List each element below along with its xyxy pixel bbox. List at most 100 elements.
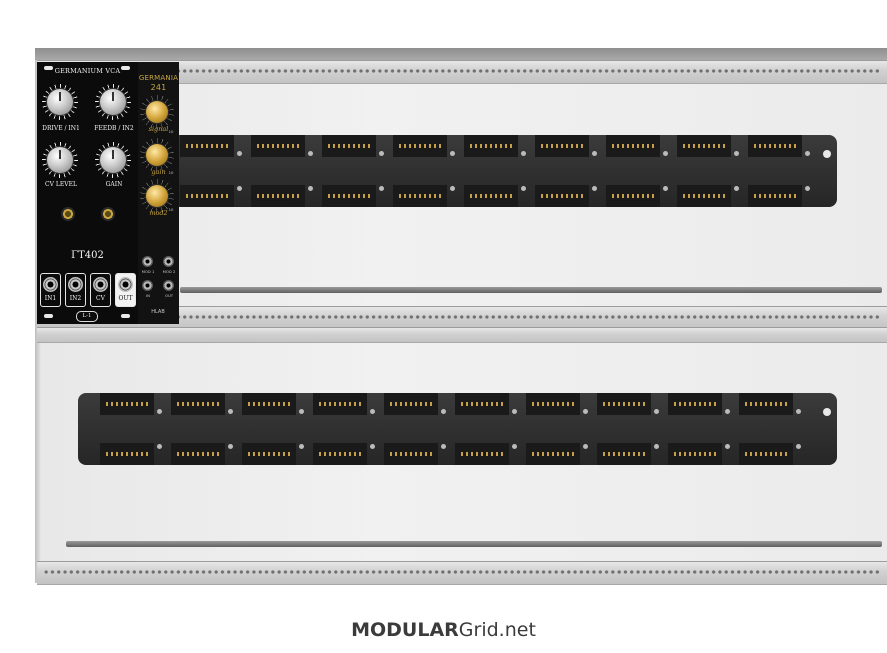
bus-header-bottom: [251, 185, 305, 207]
bus-header-bottom: [748, 185, 802, 207]
bus-screw: [805, 151, 810, 156]
cv-level-knob[interactable]: [47, 147, 73, 173]
jack-label: IN2: [69, 295, 82, 302]
signal-knob[interactable]: [146, 101, 168, 123]
bus-screw: [450, 151, 455, 156]
bus-screw: [299, 444, 304, 449]
feedb-in2-knob[interactable]: [100, 89, 126, 115]
germanium-vca-module: GERMANIUM VCA DRIVE / IN1 FEEDB / IN2 CV…: [37, 62, 138, 324]
bus-screw: [663, 186, 668, 191]
bus-header-top: [668, 393, 722, 415]
in1-jack[interactable]: IN1: [40, 273, 61, 307]
bus-screw: [654, 444, 659, 449]
bus-screw: [583, 409, 588, 414]
mod2-knob[interactable]: [146, 185, 168, 207]
mounting-hole: [121, 66, 130, 70]
bus-header-bottom: [535, 185, 589, 207]
modulargrid-logo[interactable]: MODULARGrid.net: [0, 619, 887, 641]
mounting-hole: [44, 314, 53, 318]
bus-header-bottom: [677, 185, 731, 207]
logo-bold: MODULAR: [351, 619, 459, 641]
bus-header-bottom: [526, 443, 580, 465]
bus-header-bottom: [597, 443, 651, 465]
mod2-jack[interactable]: [163, 256, 174, 267]
bus-screw: [521, 151, 526, 156]
bus-screw: [228, 409, 233, 414]
bus-header-bottom: [393, 185, 447, 207]
bus-header-bottom: [464, 185, 518, 207]
bus-end-hole: [823, 150, 831, 158]
bus-header-bottom: [739, 443, 793, 465]
rail-bar-lower: [66, 541, 882, 547]
module-badge: L-1: [76, 311, 98, 322]
bus-screw: [592, 186, 597, 191]
mounting-hole: [121, 314, 130, 318]
bus-screw: [734, 186, 739, 191]
bus-header-bottom: [313, 443, 367, 465]
bus-header-top: [171, 393, 225, 415]
logo-rest: Grid.net: [458, 619, 536, 641]
bus-header-bottom: [606, 185, 660, 207]
gain-knob[interactable]: [146, 144, 168, 166]
bus-header-bottom: [455, 443, 509, 465]
bus-header-top: [313, 393, 367, 415]
bus-screw: [725, 444, 730, 449]
knob-label: CV LEVEL: [45, 181, 77, 188]
bus-screw: [157, 409, 162, 414]
bus-screw: [592, 151, 597, 156]
module-title: GERMANIA: [138, 74, 179, 82]
bottom-rail: [37, 561, 887, 585]
bus-screw: [228, 444, 233, 449]
bus-screw: [654, 409, 659, 414]
bus-screw: [805, 186, 810, 191]
bus-screw: [521, 186, 526, 191]
in2-jack[interactable]: IN2: [65, 273, 86, 307]
bus-screw: [512, 444, 517, 449]
scale-max-label: 10: [168, 207, 174, 212]
germania-241-module: GERMANIA 241 signal gain mod2 10 10 10 M…: [138, 62, 179, 324]
knob-label: GAIN: [105, 181, 123, 188]
bus-header-top: [535, 135, 589, 157]
bus-screw: [370, 444, 375, 449]
knob-label: signal: [148, 125, 169, 133]
bus-screw: [725, 409, 730, 414]
bus-screw: [583, 444, 588, 449]
bus-screw: [157, 444, 162, 449]
out-jack[interactable]: OUT: [115, 273, 136, 307]
rail-bar-upper: [180, 287, 882, 293]
drive-in1-knob[interactable]: [47, 89, 73, 115]
in-jack[interactable]: [142, 280, 153, 291]
bus-header-top: [739, 393, 793, 415]
bus-header-top: [251, 135, 305, 157]
bus-screw: [379, 151, 384, 156]
bus-screw: [237, 186, 242, 191]
bus-header-top: [597, 393, 651, 415]
bus-screw: [663, 151, 668, 156]
bus-header-bottom: [242, 443, 296, 465]
mod1-jack[interactable]: [142, 256, 153, 267]
bus-screw: [308, 151, 313, 156]
bus-screw: [379, 186, 384, 191]
bus-header-bottom: [180, 185, 234, 207]
scale-max-label: 10: [168, 129, 174, 134]
bus-screw: [299, 409, 304, 414]
jack-label: OUT: [118, 295, 133, 302]
module-maker: HLAB: [151, 309, 165, 315]
knob-label: gain: [151, 168, 166, 176]
jack-label: MOD 2: [162, 269, 176, 274]
out-jack[interactable]: [163, 280, 174, 291]
indicator-led: [61, 207, 75, 221]
mounting-hole: [44, 66, 53, 70]
bus-header-bottom: [171, 443, 225, 465]
module-number: 241: [150, 83, 167, 92]
bus-header-bottom: [100, 443, 154, 465]
cv-jack[interactable]: CV: [90, 273, 111, 307]
bus-screw: [450, 186, 455, 191]
bus-header-top: [748, 135, 802, 157]
knob-label: DRIVE / IN1: [42, 125, 80, 132]
bus-end-hole: [823, 408, 831, 416]
jack-label: CV: [96, 295, 105, 302]
bus-header-top: [606, 135, 660, 157]
gain-knob[interactable]: [100, 147, 126, 173]
bus-header-top: [393, 135, 447, 157]
